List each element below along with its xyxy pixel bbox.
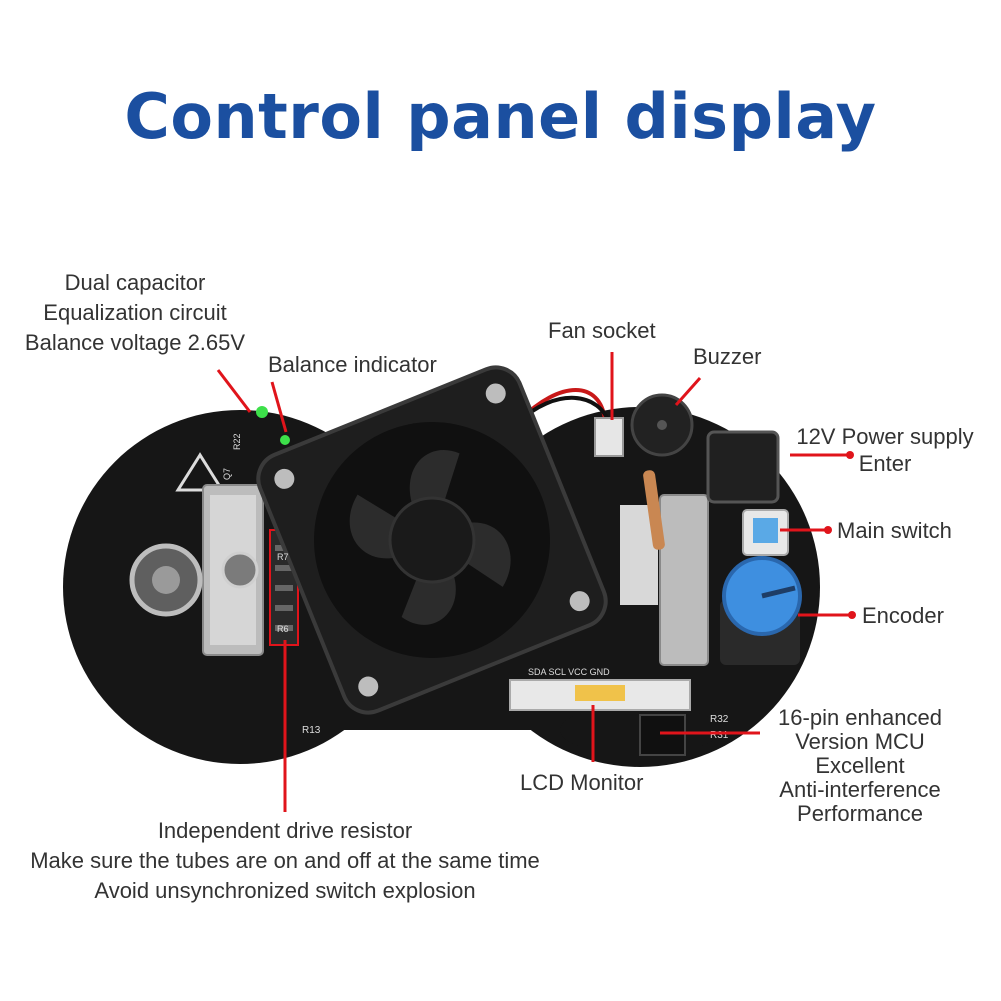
label-mcu: 16-pin enhanced Version MCU Excellent An… [760,706,960,826]
label-fan-socket: Fan socket [548,318,656,343]
ref-r13: R13 [302,725,321,736]
label-line: Excellent [815,753,905,778]
label-line: Equalization circuit [43,300,227,325]
right-heatsink [659,494,709,666]
main-switch-button [753,518,778,543]
label-line: Balance voltage 2.65V [24,330,246,355]
label-line: Enter [858,451,912,476]
label-power-supply: 12V Power supply Enter [790,422,980,476]
label-line: Performance [797,801,923,826]
label-balance-indicator: Balance indicator [268,352,437,377]
cooling-fan [256,365,608,715]
power-jack [706,430,780,504]
callout-balance-indicator [270,381,288,433]
page-title: Control panel display [124,80,877,153]
ref-r32: R32 [710,714,729,725]
balance-led [280,435,290,445]
esd-warning-icon [175,452,225,492]
copper-shunt [643,470,665,550]
label-buzzer: Buzzer [693,344,762,369]
mcu-chip [639,714,686,756]
label-encoder: Encoder [862,603,944,628]
label-dual-capacitor: Dual capacitor Equalization circuit Bala… [20,268,250,358]
label-line: Independent drive resistor [157,818,413,843]
label-line: Version MCU [795,729,925,754]
label-line: Anti-interference [779,777,941,802]
ref-r22: R22 [232,433,242,450]
label-line: 16-pin enhanced [778,705,942,730]
label-line: Make sure the tubes are on and off at th… [30,848,540,873]
fan-socket [594,417,624,457]
callout-buzzer [674,377,702,406]
label-drive-resistor: Independent drive resistor Make sure the… [20,816,550,906]
label-lcd-monitor: LCD Monitor [520,770,644,795]
ref-r7: R7 [277,552,289,562]
callout-dual-capacitor [216,369,252,413]
ref-r6: R6 [277,624,289,634]
label-line: 12V Power supply [796,424,974,449]
label-line: Dual capacitor [64,270,206,295]
label-main-switch: Main switch [837,518,952,543]
header-pin-label: SDA SCL VCC GND [528,667,610,677]
label-line: Avoid unsynchronized switch explosion [94,878,476,903]
ref-q7: Q7 [222,468,232,480]
callout-lines [216,352,852,812]
ref-r31: R31 [710,730,729,741]
balance-led-glow [256,406,268,418]
